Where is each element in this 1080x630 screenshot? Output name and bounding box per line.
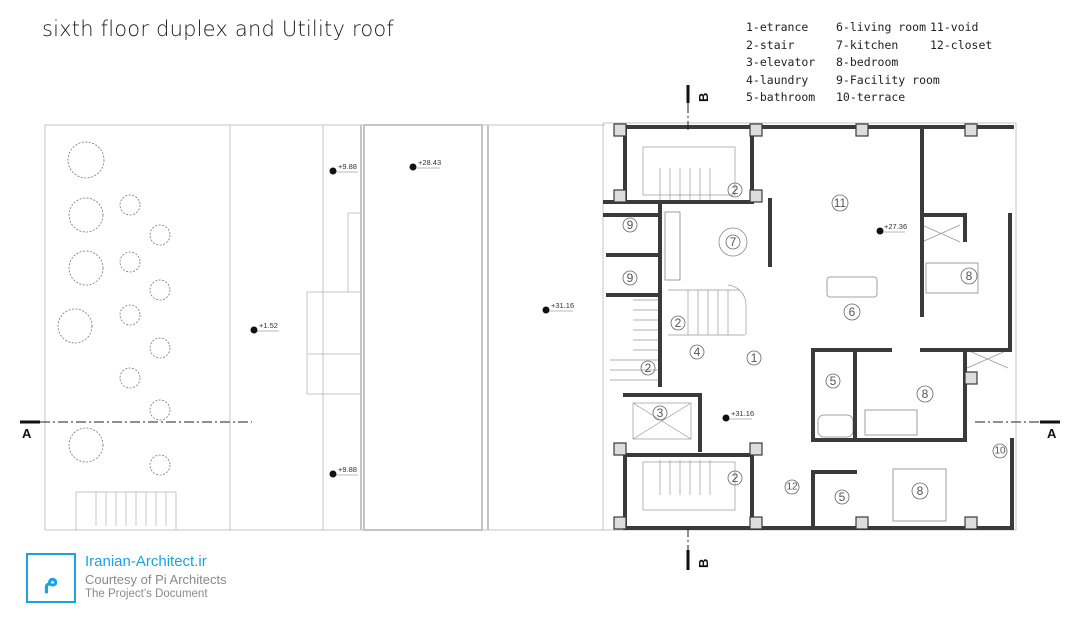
- room-number: 2: [645, 361, 652, 375]
- svg-text:+1.52: +1.52: [259, 321, 278, 330]
- columns: [613, 123, 978, 530]
- dining-table-icon: [718, 227, 748, 257]
- bed-icon: [864, 409, 918, 436]
- bed-icon: [925, 262, 979, 294]
- legend-item: 11-void: [930, 20, 979, 34]
- elevation-marker: +1.52: [250, 321, 279, 334]
- legend-column-3: 11-void 12-closet: [930, 19, 992, 54]
- tree-icon: [119, 194, 141, 216]
- tree-icon: [149, 399, 171, 421]
- site-outline: [44, 122, 1017, 531]
- room-number: 8: [917, 484, 924, 498]
- drawing-title: sixth floor duplex and Utility roof: [42, 17, 395, 41]
- room-number: 8: [922, 387, 929, 401]
- legend-item: 1-etrance: [746, 20, 809, 34]
- elevation-marker: +9.88: [329, 162, 358, 175]
- tree-icon: [68, 197, 104, 233]
- section-b-bottom-label: B: [696, 559, 711, 568]
- legend-column-1: 1-etrance 2-stair 3-elevator 4-laundry 5…: [746, 19, 815, 107]
- room-number: 5: [839, 490, 846, 504]
- room-number: 11: [834, 196, 847, 210]
- furniture: [664, 211, 979, 522]
- sofa-icon: [826, 276, 878, 298]
- room-number: 12: [786, 482, 798, 493]
- room-number: 2: [675, 316, 682, 330]
- room-number: 9: [627, 218, 634, 232]
- tree-icon: [119, 251, 141, 273]
- svg-text:+9.88: +9.88: [338, 465, 357, 474]
- svg-text:+28.43: +28.43: [418, 158, 441, 167]
- svg-text:+31.16: +31.16: [551, 301, 574, 310]
- legend-column-2: 6-living room 7-kitchen 8-bedroom 9-Faci…: [836, 19, 940, 107]
- legend-item: 7-kitchen: [836, 37, 899, 52]
- tree-icon: [149, 224, 171, 246]
- stair-treads: [610, 146, 1009, 511]
- tree-icon: [119, 367, 141, 389]
- section-lines: A A B B: [20, 85, 1060, 570]
- room-number: 9: [627, 271, 634, 285]
- svg-text:+27.36: +27.36: [884, 222, 907, 231]
- legend-item: 8-bedroom: [836, 55, 899, 69]
- room-number: 10: [994, 446, 1006, 457]
- legend-item: 9-Facility room: [836, 72, 940, 87]
- room-numbers: 11 2 9 9 7 6 8 2 4 1 2 5 8 3 10 2 12 5 8: [627, 183, 1006, 504]
- room-number: 3: [657, 406, 664, 420]
- svg-text:+31.16: +31.16: [731, 409, 754, 418]
- room-number: 2: [732, 471, 739, 485]
- section-a-left-label: A: [22, 426, 32, 441]
- elevation-marker: +31.16: [722, 409, 754, 422]
- legend-item: 12-closet: [930, 37, 993, 52]
- tree-icon: [119, 304, 141, 326]
- room-number: 6: [849, 305, 856, 319]
- bathtub-icon: [817, 414, 854, 438]
- tree-icon: [68, 427, 104, 463]
- courtesy-text: Courtesy of Pi Architects: [85, 572, 227, 587]
- elevation-marker: +9.88: [329, 465, 358, 478]
- kitchen-counter: [664, 211, 681, 281]
- walls: [603, 125, 1014, 530]
- tree-icon: [57, 308, 93, 344]
- elevation-marker: +28.43: [409, 158, 441, 171]
- room-number: 2: [732, 183, 739, 197]
- legend-item: 2-stair: [746, 37, 795, 52]
- section-a-right-label: A: [1047, 426, 1057, 441]
- tree-icon: [149, 454, 171, 476]
- exterior-stair: [95, 492, 167, 526]
- room-number: 8: [966, 269, 973, 283]
- document-text: The Project’s Document: [85, 588, 208, 600]
- legend-item: 5-bathroom: [746, 90, 816, 104]
- room-number: 5: [830, 374, 837, 388]
- legend-item: 3-elevator: [746, 55, 816, 69]
- svg-text:+9.88: +9.88: [338, 162, 357, 171]
- section-b-top-label: B: [696, 93, 711, 102]
- site-name: Iranian-Architect.ir: [85, 553, 207, 570]
- elevation-marker: +27.36: [876, 222, 907, 235]
- room-number: 7: [730, 235, 737, 249]
- trees: [57, 141, 171, 476]
- elevation-markers: +9.88 +28.43 +1.52 +31.16 +9.88 +27.36 +…: [250, 158, 907, 478]
- room-labels: [622, 182, 1008, 505]
- room-number: 1: [751, 351, 758, 365]
- bed-icon: [892, 468, 947, 522]
- legend-item: 10-terrace: [836, 90, 906, 104]
- logo: م: [26, 553, 76, 603]
- tree-icon: [149, 279, 171, 301]
- room-number: 4: [694, 345, 701, 359]
- legend-item: 4-laundry: [746, 72, 809, 87]
- elevation-marker: +31.16: [542, 301, 574, 314]
- tree-icon: [68, 250, 104, 286]
- tree-icon: [67, 141, 105, 179]
- tree-icon: [149, 337, 171, 359]
- legend-item: 6-living room: [836, 20, 927, 34]
